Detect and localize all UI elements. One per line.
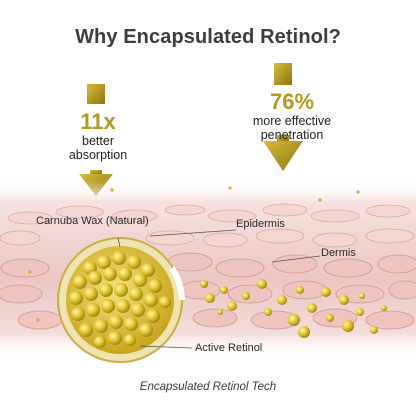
stat-absorption-value: 11x [80, 109, 116, 134]
stat-absorption-line2: absorption [68, 148, 128, 162]
stat-penetration-value: 76% [269, 89, 315, 114]
stat-penetration: 76% more effective penetration [222, 89, 362, 143]
arrow-down-icon-penetration [263, 63, 303, 171]
caption: Encapsulated Retinol Tech [139, 381, 277, 393]
label-epidermis: Epidermis [236, 218, 285, 230]
page-title: Why Encapsulated Retinol? [75, 26, 341, 48]
label-active-retinol: Active Retinol [195, 342, 263, 354]
stat-penetration-line2: penetration [260, 128, 324, 142]
label-carnuba-wax: Carnuba Wax (Natural) [36, 215, 149, 227]
stat-absorption-line1: better [82, 134, 114, 148]
stat-penetration-line1: more effective [252, 114, 332, 128]
skin-layers-illustration [0, 180, 416, 360]
label-dermis: Dermis [321, 247, 356, 259]
stat-absorption: 11x better absorption [48, 109, 148, 163]
